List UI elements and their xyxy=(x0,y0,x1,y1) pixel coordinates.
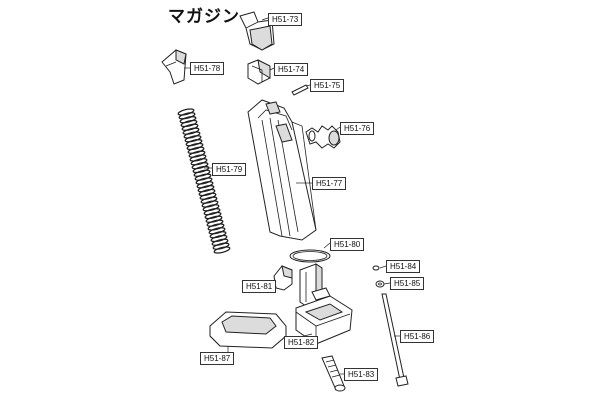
part-h51-85-drawing xyxy=(375,280,385,288)
spring-coil xyxy=(178,112,196,120)
spring-coil xyxy=(212,242,230,250)
spring-coil xyxy=(192,165,210,174)
label-h51-78: H51-78 xyxy=(190,62,225,75)
spring-coil xyxy=(208,227,226,235)
spring-coil xyxy=(183,131,201,139)
part-h51-82-drawing xyxy=(295,263,353,345)
part-h51-79-drawing xyxy=(177,108,231,254)
label-h51-73: H51-73 xyxy=(268,13,303,26)
spring-coil xyxy=(191,162,209,170)
part-h51-87-drawing xyxy=(209,311,287,349)
spring-coil xyxy=(186,142,204,151)
label-h51-75: H51-75 xyxy=(310,79,345,92)
spring-coil xyxy=(179,116,197,124)
spring-coil xyxy=(206,219,224,227)
part-h51-76-drawing xyxy=(305,125,341,149)
diagram-title: マガジン xyxy=(168,7,240,27)
spring-coil xyxy=(196,181,214,189)
label-h51-82: H51-82 xyxy=(284,336,319,349)
label-h51-81: H51-81 xyxy=(242,280,277,293)
spring-coil xyxy=(177,108,195,116)
part-h51-77-drawing xyxy=(247,99,317,241)
label-h51-83: H51-83 xyxy=(344,368,379,381)
spring-coil xyxy=(200,196,218,204)
spring-coil xyxy=(205,215,223,223)
part-h51-84-drawing xyxy=(372,265,380,271)
label-h51-84: H51-84 xyxy=(386,260,421,273)
label-h51-86: H51-86 xyxy=(400,330,435,343)
label-h51-74: H51-74 xyxy=(274,63,309,76)
spring-coil xyxy=(203,208,221,216)
spring-coil xyxy=(189,154,207,162)
spring-coil xyxy=(211,238,229,246)
spring-coil xyxy=(193,169,211,177)
spring-coil xyxy=(209,231,227,239)
spring-coil xyxy=(201,200,219,208)
label-h51-79: H51-79 xyxy=(212,163,247,176)
spring-coil xyxy=(190,158,208,166)
spring-coil xyxy=(195,177,213,185)
part-h51-86-drawing xyxy=(381,293,409,387)
spring-coil xyxy=(213,246,231,254)
spring-coil xyxy=(187,146,205,154)
part-h51-75-drawing xyxy=(291,84,309,96)
spring-coil xyxy=(204,211,222,220)
spring-coil xyxy=(194,173,212,181)
part-h51-83-drawing xyxy=(321,355,346,392)
label-h51-76: H51-76 xyxy=(340,122,375,135)
part-h51-81-drawing xyxy=(273,265,293,291)
label-h51-80: H51-80 xyxy=(330,238,365,251)
part-h51-73-drawing xyxy=(239,11,275,51)
spring-coil xyxy=(199,192,217,200)
spring-coil xyxy=(185,139,203,147)
part-h51-80-drawing xyxy=(289,249,331,263)
spring-coil xyxy=(181,123,199,131)
spring-coil xyxy=(198,188,216,197)
spring-coil xyxy=(180,119,198,128)
spring-coil xyxy=(182,127,200,135)
spring-coil xyxy=(202,204,220,212)
part-h51-78-drawing xyxy=(161,49,187,85)
spring-coil xyxy=(207,223,225,231)
spring-coil xyxy=(197,185,215,193)
spring-coil xyxy=(210,234,228,243)
label-h51-85: H51-85 xyxy=(390,277,425,290)
spring-coil xyxy=(188,150,206,158)
label-h51-87: H51-87 xyxy=(200,352,235,365)
spring-coil xyxy=(184,135,202,143)
label-h51-77: H51-77 xyxy=(312,177,347,190)
part-h51-74-drawing xyxy=(247,59,271,85)
